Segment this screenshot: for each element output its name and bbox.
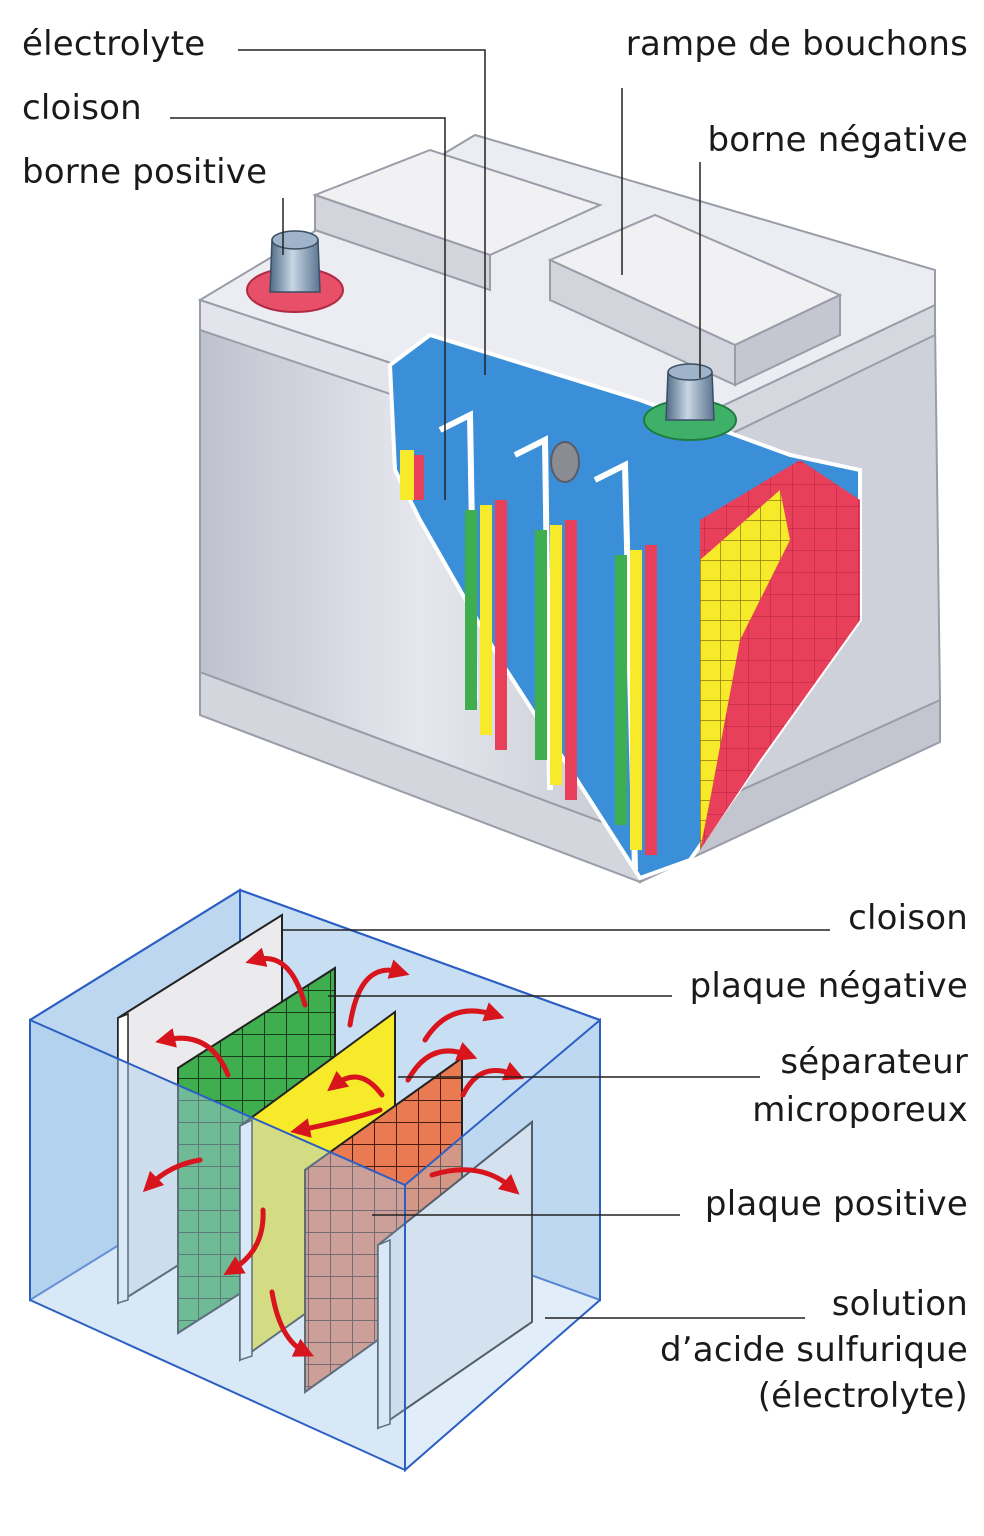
label-plaque-positive: plaque positive (704, 1184, 968, 1224)
negative-terminal (643, 363, 737, 441)
label-electrolyte-paren: (électrolyte) (757, 1376, 968, 1416)
label-electrolyte: électrolyte (22, 24, 206, 64)
top-leader-lines (170, 49, 701, 500)
label-cloison-top: cloison (22, 88, 142, 128)
cell-plates (400, 450, 860, 855)
ion-flow-arrows (142, 947, 525, 1357)
label-microporeux: microporeux (752, 1090, 968, 1130)
label-solution: solution (831, 1284, 968, 1324)
label-borne-positive: borne positive (22, 152, 268, 192)
label-acide-sulfurique: d’acide sulfurique (660, 1330, 968, 1370)
bottom-leader-lines (282, 929, 830, 1319)
cap-strip (312, 148, 843, 387)
label-rampe-de-bouchons: rampe de bouchons (625, 24, 968, 64)
label-plaque-negative: plaque négative (689, 966, 968, 1006)
label-borne-negative: borne négative (707, 120, 968, 160)
cell-diagram (29, 888, 601, 1473)
battery (197, 133, 942, 884)
label-separateur: séparateur (780, 1042, 968, 1082)
label-cloison-bottom: cloison (848, 898, 968, 938)
